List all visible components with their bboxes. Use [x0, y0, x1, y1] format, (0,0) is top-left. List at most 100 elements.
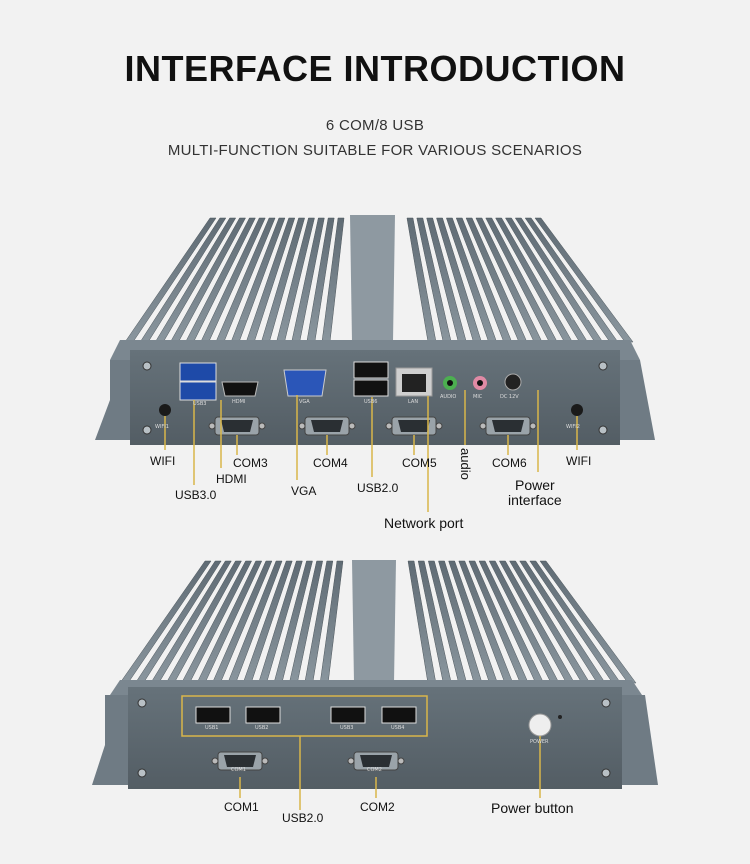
label-network-port: Network port: [384, 515, 464, 531]
label-power-button: Power button: [491, 800, 574, 816]
vga-port: [283, 369, 327, 397]
mic-jack-hole: [477, 380, 483, 386]
panel-text-usb2: USB2: [255, 725, 269, 731]
usb2-port: [245, 706, 281, 724]
subtitle-description: MULTI-FUNCTION SUITABLE FOR VARIOUS SCEN…: [167, 142, 583, 159]
screw: [598, 361, 608, 371]
com-port-screw: [529, 422, 537, 430]
screw: [137, 768, 147, 778]
heatsink-fin: [539, 560, 637, 684]
usb-callout-box: [181, 695, 428, 737]
screw: [137, 698, 147, 708]
label-usb20: USB2.0: [357, 481, 399, 495]
panel-text-power: POWER: [530, 739, 549, 745]
panel-text-usb3: USB3: [340, 725, 354, 731]
com-ports-row: [211, 751, 405, 771]
label-com6: COM6: [492, 456, 527, 470]
usb1-port: [195, 706, 231, 724]
com-port-socket: [492, 420, 524, 432]
com-port-socket: [224, 755, 256, 767]
label-usb30: USB3.0: [175, 488, 217, 502]
label-audio: audio: [458, 448, 473, 480]
com-port-screw: [211, 757, 219, 765]
left-foot: [92, 695, 130, 785]
com-port-socket: [311, 420, 343, 432]
usb2-port-lower: [353, 379, 389, 397]
label-usb20: USB2.0: [282, 811, 324, 825]
page-title: INTERFACE INTRODUCTION: [124, 48, 626, 89]
power-led: [558, 715, 562, 719]
top-device-illustration: WIFI1 USB3 HDMI VGA USB6 LAN AUDIO MIC D…: [0, 210, 750, 540]
front-panel: [128, 687, 622, 789]
usb4-port: [381, 706, 417, 724]
label-com3: COM3: [233, 456, 268, 470]
center-ridge: [350, 215, 395, 342]
com-port-screw: [397, 757, 405, 765]
hdmi-port: [221, 381, 259, 397]
panel-text-lan: LAN: [408, 399, 419, 405]
panel-text-usb3: USB3: [193, 401, 207, 407]
screw: [601, 768, 611, 778]
heatsink-fins: [119, 560, 637, 684]
com-port-screw: [261, 757, 269, 765]
screw: [142, 425, 152, 435]
panel-text-audio: AUDIO: [440, 394, 457, 400]
com-ports-row: [208, 416, 537, 436]
wifi-antenna-left: [159, 404, 171, 416]
label-com2: COM2: [360, 800, 395, 814]
com-port-screw: [258, 422, 266, 430]
com-port-screw: [385, 422, 393, 430]
label-com1: COM1: [224, 800, 259, 814]
label-com4: COM4: [313, 456, 348, 470]
wifi-antenna-right: [571, 404, 583, 416]
center-ridge: [352, 560, 396, 683]
panel-text-mic: MIC: [473, 394, 483, 400]
usb3-port-upper: [179, 362, 217, 382]
label-wifi-right: WIFI: [566, 454, 592, 468]
com-port-screw: [348, 422, 356, 430]
bottom-device-illustration: USB1 USB2 USB3 USB4 COM1 COM2 POWER COM1…: [0, 555, 750, 855]
panel-text-vga: VGA: [299, 399, 310, 405]
label-power-line2: interface: [508, 492, 562, 508]
usb3-port-lower: [179, 381, 217, 401]
com-port-screw: [347, 757, 355, 765]
callout-lines: [164, 390, 578, 512]
top-device-drawing: [95, 215, 655, 512]
panel-text-com2: COM2: [367, 767, 382, 773]
dc-power-jack: [504, 373, 522, 391]
screw: [598, 425, 608, 435]
panel-text-dc: DC 12V: [500, 394, 519, 400]
com-port-screw: [435, 422, 443, 430]
label-wifi-left: WIFI: [150, 454, 176, 468]
panel-text-hdmi: HDMI: [232, 399, 246, 405]
com-port-socket: [360, 755, 392, 767]
label-com5: COM5: [402, 456, 437, 470]
usb2-port-upper: [353, 361, 389, 379]
callout-lines: [239, 736, 541, 810]
heatsink-fins: [124, 217, 634, 343]
screw: [601, 698, 611, 708]
label-power-line1: Power: [515, 477, 555, 493]
audio-jack-hole: [447, 380, 453, 386]
panel-text-usb4: USB4: [391, 725, 405, 731]
right-foot: [618, 360, 655, 440]
panel-text-usb1: USB1: [205, 725, 219, 731]
label-hdmi: HDMI: [216, 472, 247, 486]
com-port-screw: [479, 422, 487, 430]
heatsink-fin: [534, 217, 634, 343]
com-port-screw: [208, 422, 216, 430]
right-foot: [620, 695, 658, 785]
com-port-socket: [398, 420, 430, 432]
panel-text-wifi1: WIFI1: [155, 424, 169, 430]
left-foot: [95, 360, 132, 440]
bottom-device-drawing: [92, 560, 658, 810]
panel-text-com1: COM1: [231, 767, 246, 773]
com-port-socket: [221, 420, 253, 432]
subtitle-ports: 6 COM/8 USB: [325, 117, 425, 134]
com-port-screw: [298, 422, 306, 430]
screw: [142, 361, 152, 371]
lan-port-socket: [402, 374, 426, 392]
panel-text-usb6: USB6: [364, 399, 378, 405]
power-button: [528, 713, 552, 737]
label-vga: VGA: [291, 484, 317, 498]
